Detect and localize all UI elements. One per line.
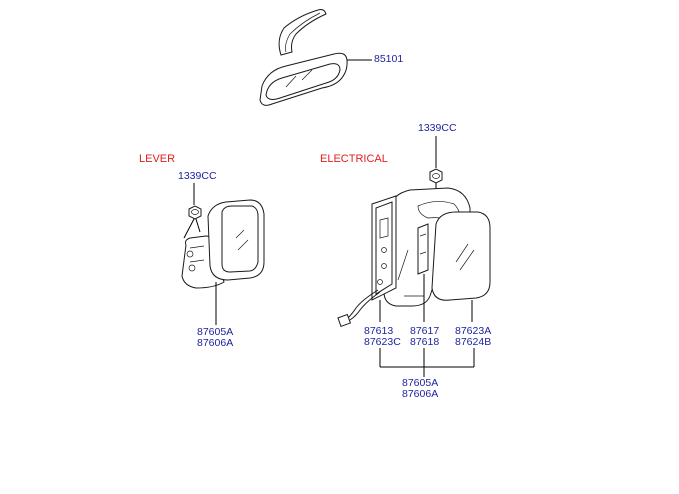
part-number-elec-motor-b: 87618 <box>410 336 440 348</box>
part-number-elec-actuator-b: 87623C <box>364 336 401 348</box>
electrical-mirror-drawing <box>337 136 491 377</box>
part-number-inside-mirror: 85101 <box>374 53 404 65</box>
part-number-lever-nut: 1339CC <box>178 170 217 182</box>
part-number-elec-motor-a: 87617 <box>410 325 440 337</box>
section-title-electrical: ELECTRICAL <box>320 153 388 165</box>
part-number-electrical-nut: 1339CC <box>418 122 457 134</box>
part-number-elec-actuator-a: 87613 <box>364 325 394 337</box>
part-number-lever-assy-a: 87605A <box>197 326 234 338</box>
part-number-elec-glass-a: 87623A <box>455 325 492 337</box>
inside-mirror-drawing <box>259 9 372 106</box>
part-number-lever-assy-b: 87606A <box>197 337 234 349</box>
part-number-elec-assy-b: 87606A <box>402 388 439 400</box>
part-number-elec-assy-a: 87605A <box>402 377 439 389</box>
section-title-lever: LEVER <box>139 153 176 165</box>
part-number-elec-glass-b: 87624B <box>455 336 492 348</box>
lever-mirror-drawing <box>181 183 265 325</box>
